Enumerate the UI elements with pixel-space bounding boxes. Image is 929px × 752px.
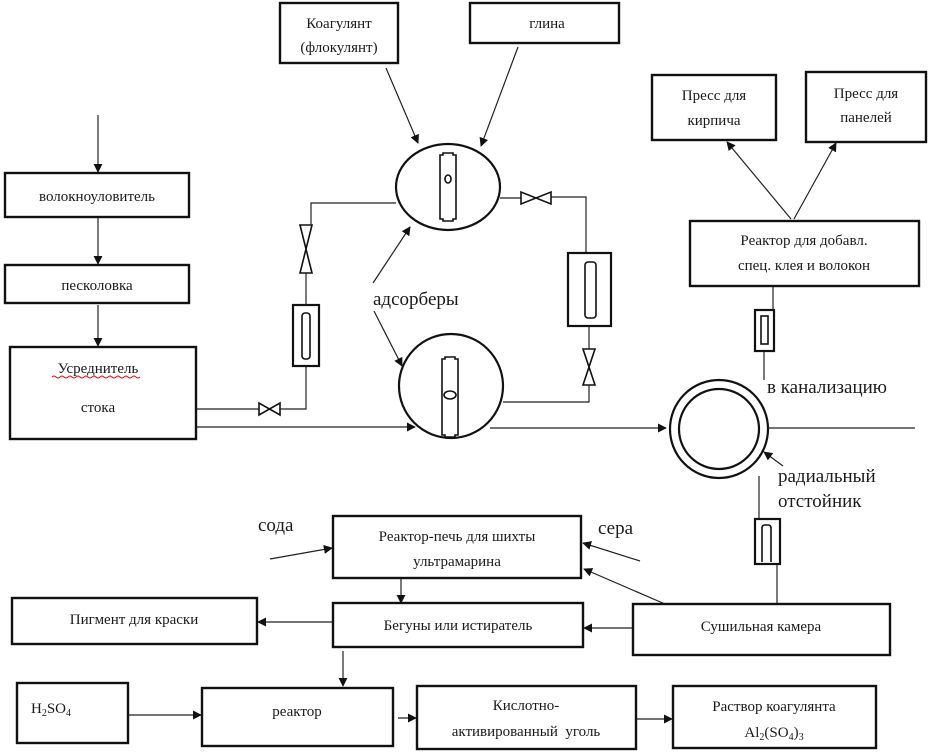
pipe-segment <box>551 196 587 253</box>
dryer-box: Сушильная камера <box>631 602 892 657</box>
furnace-label-line2: ультрамарина <box>413 554 501 570</box>
pointer-settler <box>763 451 784 467</box>
sulfur-label: сера <box>598 518 634 539</box>
pipe-segment <box>503 385 590 403</box>
panel-press-label-line1: Пресс для <box>834 86 899 102</box>
valve-icon <box>258 401 281 417</box>
arrow-sulfur-to-furnace <box>582 541 641 562</box>
furnace-label-line1: Реактор-печь для шихты <box>379 529 536 545</box>
coagulant-label-line1: Коагулянт <box>306 16 372 32</box>
arrow-dryer-to-furnace <box>583 568 666 605</box>
arrow-clay-to-adsorber1 <box>479 46 519 147</box>
adsorber-1 <box>394 142 502 232</box>
coag-solution-formula: Al2(SO4)3 <box>744 725 803 743</box>
panel-press-label-line2: панелей <box>840 110 892 126</box>
fiber-catcher-label: волокноуловитель <box>39 189 155 205</box>
equalizer-box: Усреднитель стока <box>8 345 198 441</box>
sand-trap-box: песколовка <box>3 263 191 305</box>
clay-label: глина <box>529 16 565 32</box>
acid-coal-label-line2: активированный уголь <box>452 724 601 740</box>
arrow-coagulant-to-adsorber1 <box>385 67 419 144</box>
arrow-to-panel-press <box>793 142 837 220</box>
reactor-box: реактор <box>200 686 395 748</box>
clay-box: глина <box>468 1 621 45</box>
brick-press-box: Пресс для кирпича <box>650 73 778 142</box>
equalizer-label-line2: стока <box>81 400 116 416</box>
h2so4-box: H2SO4 <box>15 681 130 745</box>
sewer-label: в канализацию <box>767 377 887 398</box>
pigment-box: Пигмент для краски <box>10 596 259 646</box>
coagulant-label-line2: (флокулянт) <box>300 40 377 56</box>
brick-press-label-line1: Пресс для <box>682 88 747 104</box>
filter-column-upper <box>753 308 776 353</box>
adsorber-2 <box>397 332 505 440</box>
pointer-adsorbers-to-1 <box>372 226 411 284</box>
glue-reactor-label-line2: спец. клея и волокон <box>738 258 870 274</box>
filter-column-lower <box>753 517 782 566</box>
fiber-catcher-box: волокноуловитель <box>3 171 191 219</box>
pipe-segment <box>310 202 396 225</box>
glue-reactor-label-line1: Реактор для добавл. <box>740 233 867 249</box>
acid-coal-label-line1: Кислотно- <box>493 698 560 714</box>
equalizer-label-line1: Усреднитель <box>58 361 139 377</box>
panel-press-box: Пресс для панелей <box>804 70 928 144</box>
adsorbers-label: адсорберы <box>373 289 459 310</box>
valve-icon <box>581 348 597 386</box>
filter-column-right <box>566 251 613 328</box>
radial-settler <box>668 378 770 480</box>
brick-press-label-line2: кирпича <box>687 113 740 129</box>
arrow-to-brick-press <box>726 141 792 220</box>
settler-label-line1: радиальный <box>778 466 876 487</box>
acid-coal-box: Кислотно- активированный уголь <box>415 684 638 751</box>
pigment-label: Пигмент для краски <box>70 612 198 628</box>
glue-reactor-box: Реактор для добавл. спец. клея и волокон <box>688 219 921 288</box>
pointer-adsorbers-to-2 <box>373 310 403 367</box>
furnace-box: Реактор-печь для шихты ультрамарина <box>331 514 583 580</box>
spellcheck-underline <box>51 375 141 379</box>
settler-label-line2: отстойник <box>778 491 862 512</box>
coagulant-box: Коагулянт (флокулянт) <box>278 1 400 65</box>
coag-solution-box: Раствор коагулянта Al2(SO4)3 <box>671 684 878 750</box>
filter-column-left <box>291 303 321 368</box>
valve-icon <box>298 224 314 274</box>
grinder-box: Бегуны или истиратель <box>331 601 585 649</box>
reactor-label: реактор <box>272 704 321 720</box>
grinder-label: Бегуны или истиратель <box>384 618 533 634</box>
soda-label: сода <box>258 515 294 536</box>
sand-trap-label: песколовка <box>61 278 133 294</box>
pipe-segment <box>280 366 307 410</box>
valve-icon <box>520 190 552 206</box>
dryer-label: Сушильная камера <box>701 619 822 635</box>
h2so4-label: H2SO4 <box>31 701 71 719</box>
arrow-soda-to-furnace <box>269 544 333 560</box>
coag-solution-label-line1: Раствор коагулянта <box>712 699 836 715</box>
